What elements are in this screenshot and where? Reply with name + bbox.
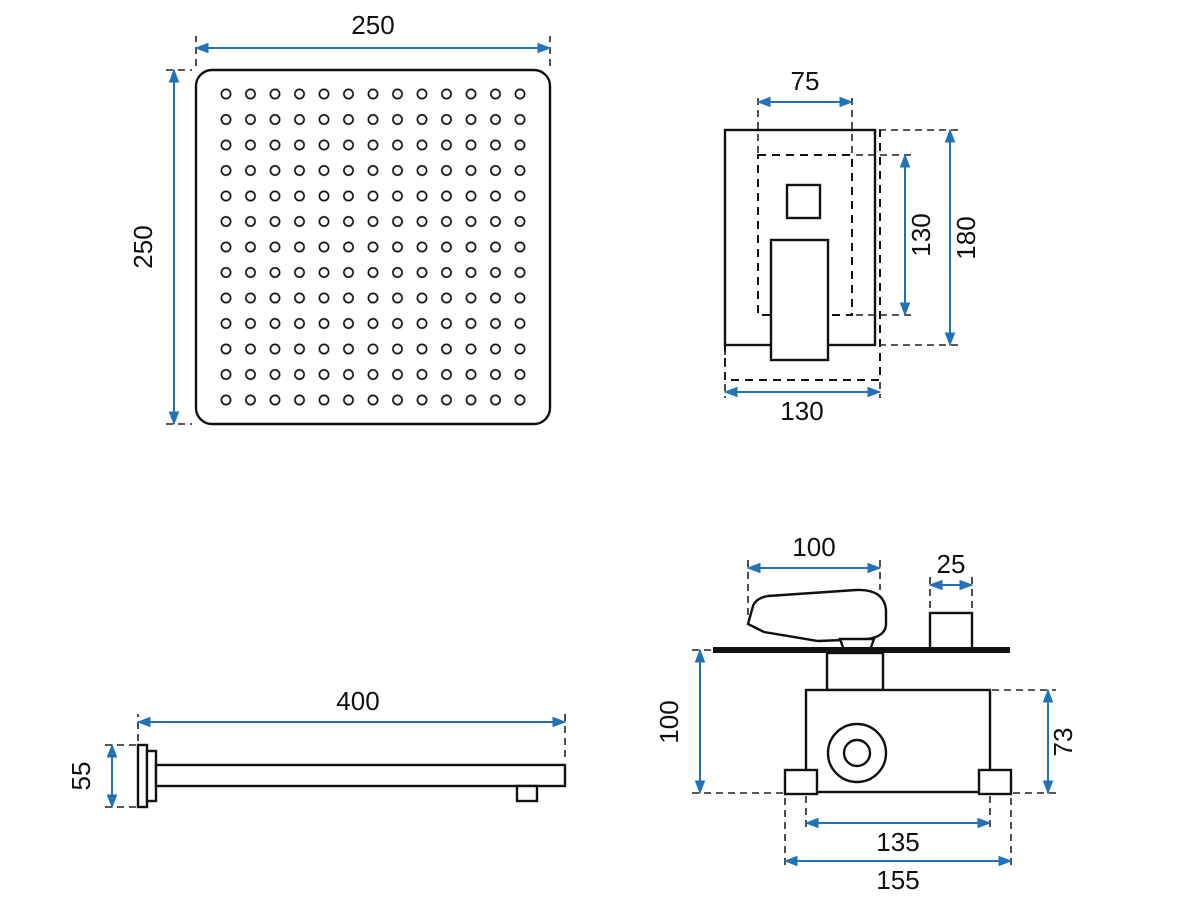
dimension-label-body-height: 73 (1048, 728, 1078, 757)
dimension-label-plate-height: 180 (951, 216, 981, 259)
dimension-label-base-width: 155 (876, 865, 919, 895)
arm-wall-flange (136, 743, 149, 809)
dimension-label-head-height: 250 (128, 225, 158, 268)
mixer-inlet-outer (826, 722, 888, 784)
dimension-label-head-width: 250 (351, 10, 394, 40)
dimension-label-outlet-width: 25 (937, 549, 966, 579)
shower-arm-side-view: 400 55 (66, 686, 567, 809)
mixer-foot-right (977, 768, 1013, 796)
wall-line (713, 647, 1010, 653)
mixer-handle-front (769, 238, 830, 362)
mixer-inlet-inner (842, 738, 872, 768)
mixer-cartridge-connector (825, 651, 885, 692)
mixer-outlet-block (928, 611, 974, 652)
mixer-side-view: 100 25 100 73 135 155 (654, 532, 1078, 895)
arm-tube (154, 763, 567, 788)
dimension-label-flange-height: 55 (66, 762, 96, 791)
arm-outlet (515, 784, 539, 803)
dimension-label-inner-height: 130 (906, 213, 936, 256)
dimension-label-handle-length: 100 (792, 532, 835, 562)
mixer-lever-handle (746, 588, 888, 643)
mixer-foot-left (783, 768, 819, 796)
shower-head-top-view: 250 250 (128, 10, 552, 426)
dimension-label-arm-length: 400 (336, 686, 379, 716)
mixer-button (785, 183, 822, 220)
dimension-label-plate-width: 130 (780, 396, 823, 426)
arm-flange-collar (145, 749, 158, 803)
nozzle-grid (213, 81, 533, 413)
dimension-label-body-width: 135 (876, 827, 919, 857)
dimension-label-depth: 100 (654, 700, 684, 743)
mixer-front-view: 75 130 180 130 (723, 66, 981, 426)
dimension-label-inner-width: 75 (791, 66, 820, 96)
